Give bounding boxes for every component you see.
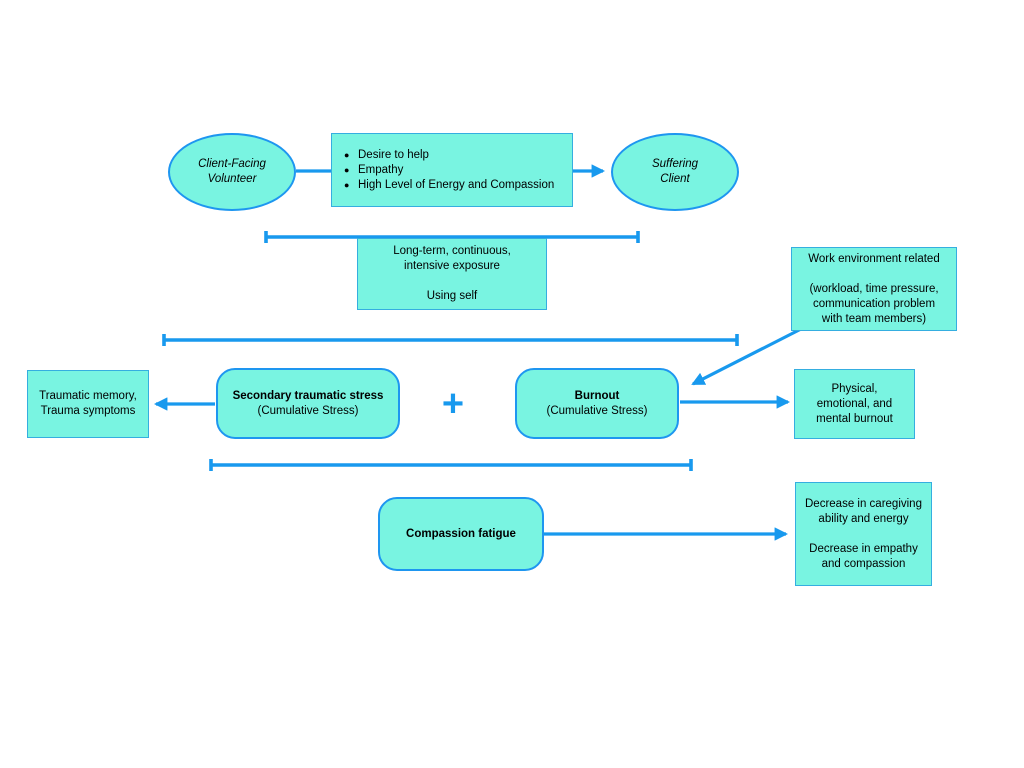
node-label-line: ability and energy <box>818 512 909 525</box>
node-label-line: Using self <box>426 290 478 302</box>
node-label-line: with team members) <box>821 312 927 325</box>
node-label-line: Physical, <box>831 382 878 395</box>
node-volunteer-traits: Desire to help Empathy High Level of Ene… <box>331 133 573 207</box>
node-client-facing-volunteer: Client-Facing Volunteer <box>168 133 296 211</box>
node-label-line: Volunteer <box>207 173 257 185</box>
node-label-line: Client-Facing <box>198 158 266 170</box>
node-subtitle: (Cumulative Stress) <box>257 404 359 417</box>
node-physical-burnout: Physical, emotional, and mental burnout <box>794 369 915 439</box>
node-secondary-traumatic-stress: Secondary traumatic stress (Cumulative S… <box>216 368 400 439</box>
arrow-work-to-burnout <box>691 327 802 386</box>
node-label-line: Long-term, continuous, <box>393 245 511 257</box>
node-compassion-fatigue: Compassion fatigue <box>378 497 544 571</box>
bullet-item: Desire to help <box>344 148 554 163</box>
node-burnout: Burnout (Cumulative Stress) <box>515 368 679 439</box>
bullet-item: Empathy <box>344 163 554 178</box>
node-exposure: Long-term, continuous, intensive exposur… <box>357 238 547 310</box>
node-label-line: communication problem <box>812 297 936 310</box>
node-label-line: mental burnout <box>816 412 893 425</box>
node-label-line: Trauma symptoms <box>40 405 136 417</box>
bullet-item: High Level of Energy and Compassion <box>344 178 554 193</box>
node-label-line: Traumatic memory, <box>39 390 137 402</box>
node-label-line: Decrease in empathy <box>809 542 918 555</box>
node-label-line: Work environment related <box>808 252 940 265</box>
traits-bullet-list: Desire to help Empathy High Level of Ene… <box>344 148 554 193</box>
node-label-line: (workload, time pressure, <box>809 282 939 295</box>
node-label-line: emotional, and <box>816 397 893 410</box>
node-work-environment: Work environment related (workload, time… <box>791 247 957 331</box>
bracket-fatigue-span <box>209 459 693 471</box>
node-label-line: Client <box>660 173 690 185</box>
node-label-line: Decrease in caregiving <box>805 497 922 510</box>
plus-operator: + <box>441 383 465 425</box>
node-label-line: and compassion <box>821 557 906 570</box>
node-traumatic-memory: Traumatic memory, Trauma symptoms <box>27 370 149 438</box>
node-suffering-client: Suffering Client <box>611 133 739 211</box>
node-title: Burnout <box>574 389 620 402</box>
node-decrease-effects: Decrease in caregiving ability and energ… <box>795 482 932 586</box>
node-title: Compassion fatigue <box>406 527 516 540</box>
bracket-stress-span <box>162 334 739 346</box>
node-label-line: Suffering <box>651 158 699 170</box>
node-subtitle: (Cumulative Stress) <box>546 404 648 417</box>
node-label-line: intensive exposure <box>404 260 500 272</box>
node-title: Secondary traumatic stress <box>232 389 384 402</box>
